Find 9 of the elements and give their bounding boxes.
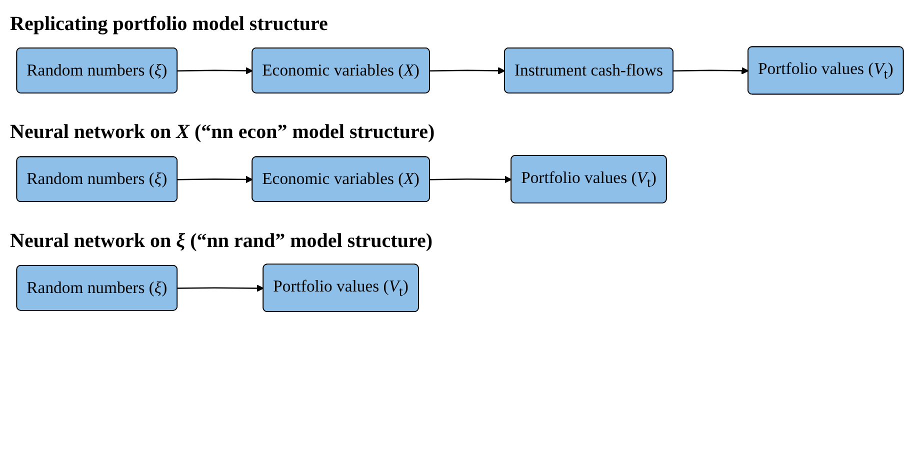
arrow <box>178 176 253 184</box>
arrow <box>430 67 506 74</box>
section-heading: Neural network on ξ (“nn rand” model structure) <box>10 230 432 254</box>
arrow <box>178 284 264 292</box>
arrow <box>673 67 749 74</box>
section-heading: Replicating portfolio model structure <box>10 12 328 36</box>
arrow <box>430 176 512 184</box>
arrow <box>178 67 253 74</box>
section-heading: Neural network on X (“nn econ” model structure) <box>10 121 435 144</box>
